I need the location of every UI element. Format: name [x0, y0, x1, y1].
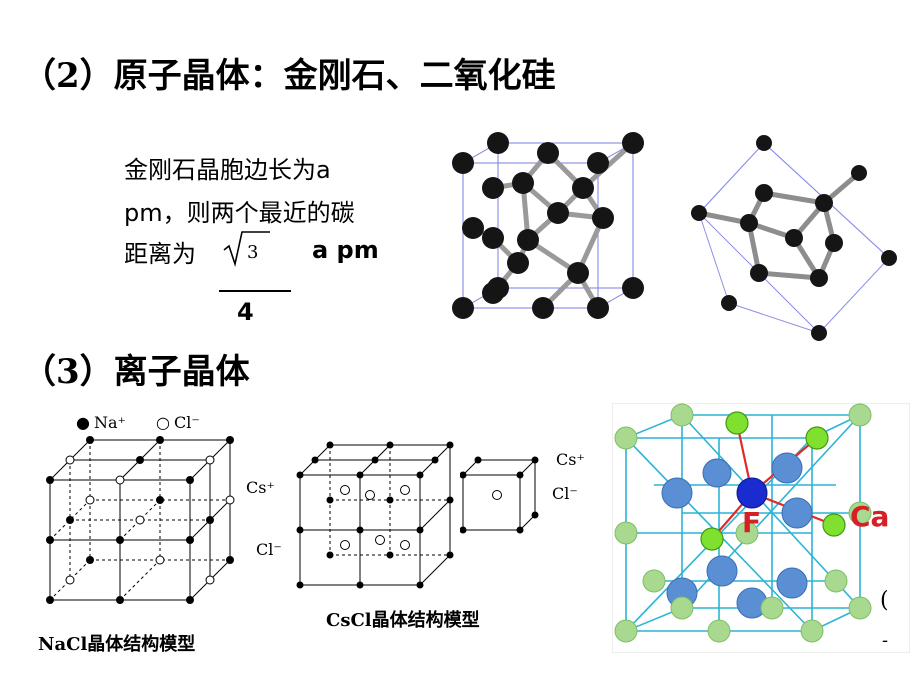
section-heading-atomic-crystal: （2）原子晶体：金刚石、二氧化硅 — [22, 56, 556, 96]
nacl-model-image — [30, 410, 260, 629]
edge-glyph-paren: ( — [880, 588, 889, 613]
cscl-unit-cell-image — [459, 455, 540, 539]
legend-na-label: Na⁺ — [94, 413, 126, 432]
desc-line-2: pm，则两个最近的碳 — [124, 199, 355, 227]
legend-cl-marker: ○ — [156, 413, 170, 432]
cscl-model-image — [290, 435, 460, 599]
caf2-label-F: F — [742, 506, 762, 539]
unit-text: a pm — [312, 236, 379, 264]
section-heading-ionic-crystal: （3）离子晶体 — [22, 352, 250, 392]
legend-na-marker: ● — [76, 413, 90, 432]
cs-label: Cs⁺ — [246, 478, 275, 497]
fraction-denominator: 4 — [237, 298, 254, 326]
caf2-model-image — [611, 402, 911, 657]
edge-glyph-dash: - — [882, 630, 889, 651]
diamond-cell-image — [443, 128, 673, 337]
legend-cl-label: Cl⁻ — [174, 413, 200, 432]
nacl-caption: NaCl晶体结构模型 — [38, 634, 196, 655]
desc-line-1: 金刚石晶胞边长为a — [124, 156, 331, 184]
caf2-label-Ca: Ca — [850, 500, 890, 533]
sqrt-radicand: 3 — [247, 242, 258, 263]
desc-line-3: 距离为 — [124, 240, 196, 268]
cl-label: Cl⁻ — [256, 540, 282, 559]
sqrt-expression: 3 — [222, 228, 272, 272]
fraction-bar — [219, 290, 291, 292]
cl-label-right: Cl⁻ — [552, 484, 578, 503]
cs-label-right: Cs⁺ — [556, 450, 585, 469]
cscl-caption: CsCl晶体结构模型 — [326, 610, 480, 631]
diamond-cell-perspective-image — [684, 128, 899, 347]
